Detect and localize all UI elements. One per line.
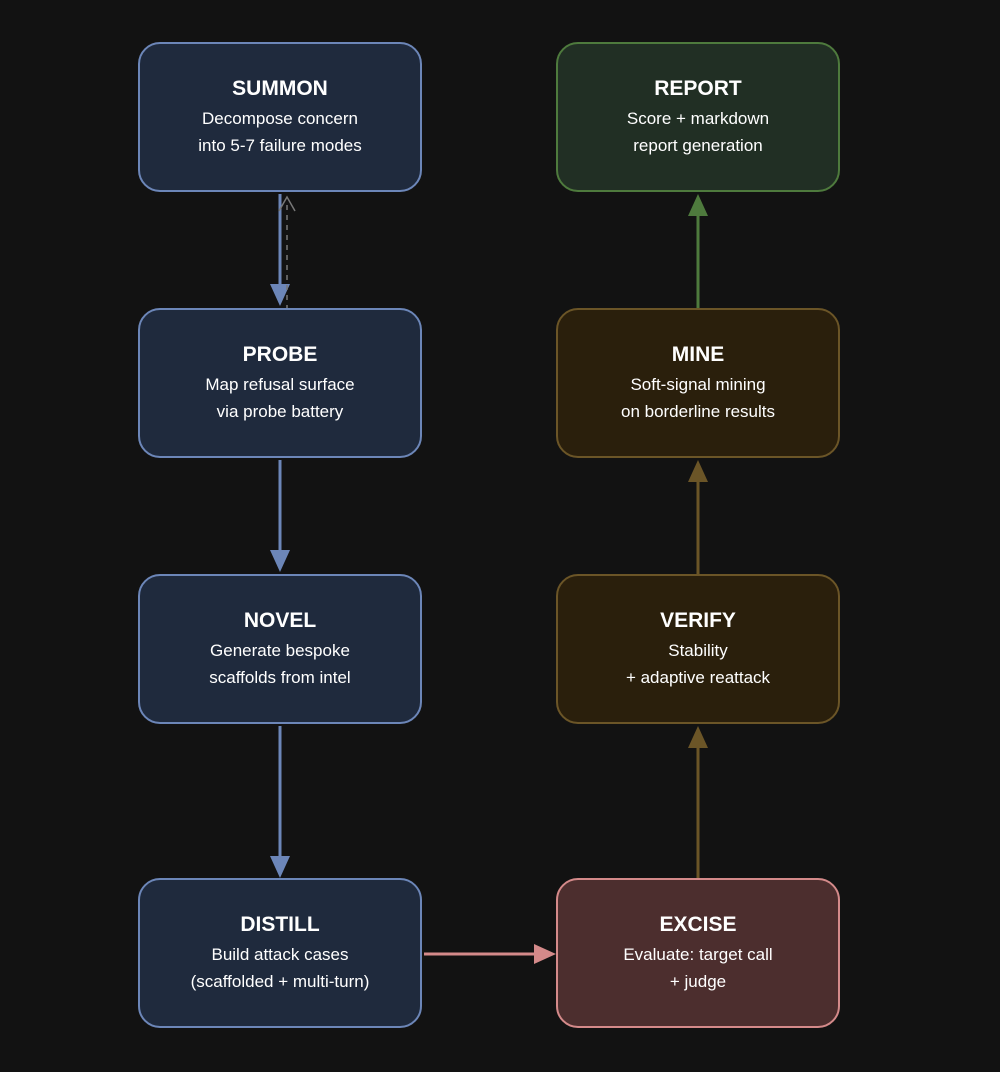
node-novel-desc-2: scaffolds from intel [209, 667, 351, 687]
node-summon-desc-2: into 5-7 failure modes [198, 135, 362, 155]
node-excise: EXCISE Evaluate: target call + judge [556, 878, 840, 1028]
node-probe: PROBE Map refusal surface via probe batt… [138, 308, 422, 458]
arrowhead-probe-summon-feedback [278, 195, 296, 212]
arrowhead-novel-distill [270, 856, 290, 878]
node-probe-title: PROBE [242, 342, 318, 366]
node-excise-title: EXCISE [659, 912, 737, 936]
node-verify-desc-1: Stability [668, 640, 728, 660]
node-mine-title: MINE [671, 342, 725, 366]
node-distill: DISTILL Build attack cases (scaffolded +… [138, 878, 422, 1028]
arrowhead-distill-excise [534, 944, 556, 964]
arrowhead-summon-probe [270, 284, 290, 306]
node-probe-desc-2: via probe battery [216, 401, 344, 421]
node-mine: MINE Soft-signal mining on borderline re… [556, 308, 840, 458]
node-summon: SUMMON Decompose concern into 5-7 failur… [138, 42, 422, 192]
arrowhead-mine-report [688, 194, 708, 216]
node-summon-desc-1: Decompose concern [202, 108, 358, 128]
node-novel-desc-1: Generate bespoke [210, 640, 350, 660]
node-verify: VERIFY Stability + adaptive reattack [556, 574, 840, 724]
arrowhead-excise-verify [688, 726, 708, 748]
node-report: REPORT Score + markdown report generatio… [556, 42, 840, 192]
arrowhead-probe-novel [270, 550, 290, 572]
node-report-desc-1: Score + markdown [626, 108, 770, 128]
node-distill-title: DISTILL [240, 912, 320, 936]
node-distill-desc-1: Build attack cases [211, 944, 349, 964]
node-summon-title: SUMMON [232, 76, 328, 100]
node-mine-desc-1: Soft-signal mining [630, 374, 766, 394]
node-verify-title: VERIFY [660, 608, 736, 632]
node-report-desc-2: report generation [633, 135, 763, 155]
node-report-title: REPORT [654, 76, 742, 100]
node-distill-desc-2: (scaffolded + multi-turn) [190, 971, 370, 991]
arrowhead-verify-mine [688, 460, 708, 482]
node-verify-desc-2: + adaptive reattack [625, 667, 771, 687]
node-novel: NOVEL Generate bespoke scaffolds from in… [138, 574, 422, 724]
node-mine-desc-2: on borderline results [620, 401, 776, 421]
node-novel-title: NOVEL [243, 608, 317, 632]
node-excise-desc-2: + judge [669, 971, 727, 991]
node-excise-desc-1: Evaluate: target call [623, 944, 773, 964]
node-probe-desc-1: Map refusal surface [205, 374, 355, 394]
